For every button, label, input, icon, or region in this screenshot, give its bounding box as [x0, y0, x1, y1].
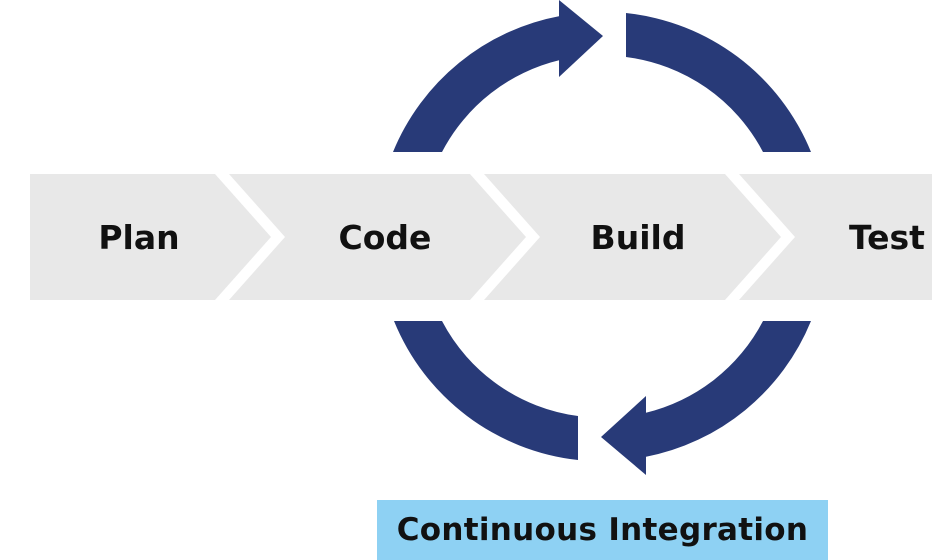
cycle-arrows [393, 0, 811, 475]
stage-band [30, 174, 932, 300]
stage-segment-code [229, 174, 526, 300]
continuous-integration-label: Continuous Integration [396, 512, 809, 548]
stage-label-code: Code [339, 218, 432, 257]
bottom-right-arc-arrow [645, 321, 811, 457]
stage-label-plan: Plan [98, 218, 179, 257]
stage-segment-test [739, 174, 932, 300]
top-arrowhead-icon [559, 0, 603, 77]
stage-segment-build [484, 174, 781, 300]
bottom-arrowhead-icon [601, 396, 646, 475]
right-arc [626, 13, 811, 152]
stage-segment-plan [30, 174, 271, 300]
stage-label-build: Build [591, 218, 686, 257]
top-arc-arrow [393, 16, 560, 152]
continuous-integration-label-box: Continuous Integration [377, 500, 828, 560]
bottom-left-arc [394, 321, 578, 460]
stage-label-test: Test [849, 218, 925, 257]
